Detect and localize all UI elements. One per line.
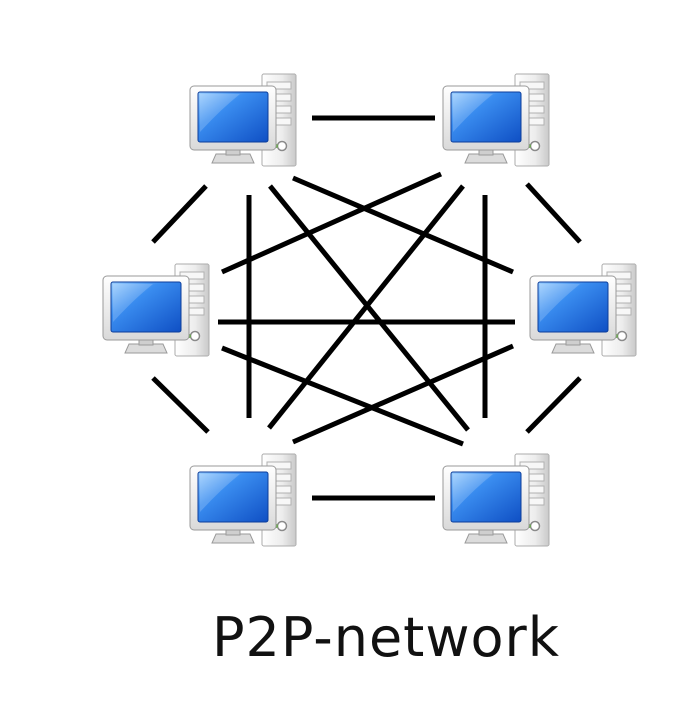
diagram-title: P2P-network — [211, 606, 561, 669]
computer-icon — [189, 453, 297, 547]
edge-n4-n5 — [292, 343, 514, 445]
edge-n1-n6 — [268, 184, 470, 432]
computer-icon — [529, 263, 637, 357]
edge-n3-n6 — [221, 345, 464, 447]
edge-n2-n5 — [267, 184, 465, 430]
computer-icon — [442, 73, 550, 167]
edge-n1-n3 — [151, 184, 208, 244]
edge-n3-n5 — [151, 376, 210, 434]
edge-n2-n3 — [220, 171, 443, 275]
edge-n2-n4 — [525, 182, 582, 244]
computer-icon — [102, 263, 210, 357]
computer-icon — [189, 73, 297, 167]
computer-icon — [442, 453, 550, 547]
edge-n1-n4 — [292, 175, 514, 275]
edges — [151, 115, 582, 501]
nodes — [102, 73, 637, 547]
edge-n4-n6 — [525, 376, 582, 434]
